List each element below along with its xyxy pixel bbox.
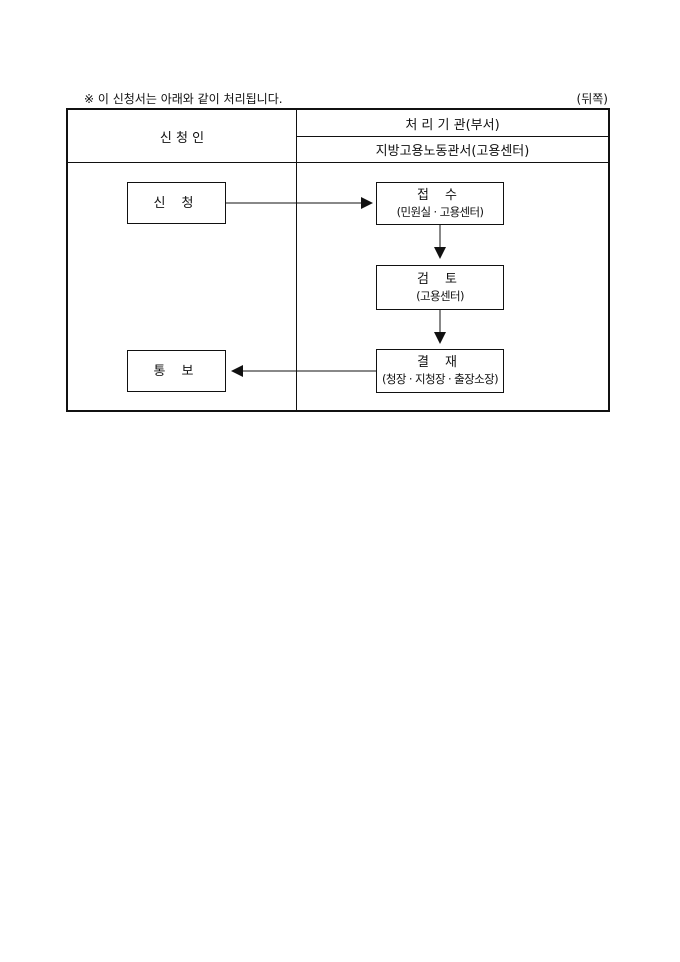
receive-box: 접 수 (민원실 · 고용센터) bbox=[376, 182, 504, 225]
notify-label: 통 보 bbox=[153, 363, 200, 379]
receive-subtitle: (민원실 · 고용센터) bbox=[396, 204, 484, 219]
apply-label: 신 청 bbox=[153, 195, 200, 211]
apply-box: 신 청 bbox=[127, 182, 226, 224]
process-table bbox=[66, 108, 610, 412]
approve-to-notify-arrowhead bbox=[231, 365, 243, 377]
agency-header-divider bbox=[296, 136, 610, 137]
process-note: ※ 이 신청서는 아래와 같이 처리됩니다. bbox=[84, 92, 283, 106]
review-box: 검 토 (고용센터) bbox=[376, 265, 504, 310]
agency-column-header: 처 리 기 관(부서) bbox=[405, 117, 500, 133]
header-divider bbox=[66, 162, 610, 163]
review-title: 검 토 bbox=[416, 271, 464, 287]
receive-to-review-arrowhead bbox=[434, 247, 446, 259]
apply-to-receive-arrowhead bbox=[361, 197, 373, 209]
agency-column-subheader: 지방고용노동관서(고용센터) bbox=[375, 144, 530, 159]
review-subtitle: (고용센터) bbox=[416, 288, 464, 303]
receive-title: 접 수 bbox=[416, 187, 464, 203]
approve-title: 결 재 bbox=[416, 355, 464, 370]
approve-subtitle: (청장 · 지청장 · 출장소장) bbox=[382, 372, 499, 386]
applicant-column-header: 신 청 인 bbox=[159, 130, 205, 146]
review-to-approve-arrowhead bbox=[434, 332, 446, 344]
column-divider bbox=[296, 108, 297, 412]
notify-box: 통 보 bbox=[127, 350, 226, 392]
approve-box: 결 재 (청장 · 지청장 · 출장소장) bbox=[376, 349, 504, 393]
back-side-label: (뒤쪽) bbox=[576, 92, 608, 106]
